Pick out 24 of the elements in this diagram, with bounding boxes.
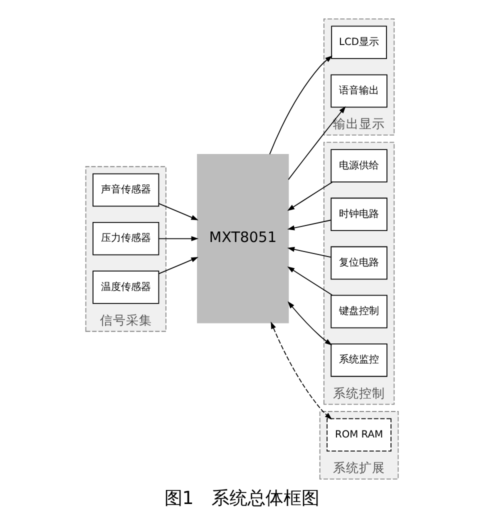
arrow [287, 106, 346, 180]
arrow [268, 56, 332, 155]
node-box: 电源供给 [330, 149, 387, 182]
arrow [158, 203, 198, 220]
node-box: ROM RAM [326, 418, 391, 452]
node-box: 压力传感器 [92, 222, 159, 256]
arrow [286, 182, 332, 211]
arrow [158, 257, 198, 274]
node-box: 系统监控 [330, 344, 387, 377]
node-box: 温度传感器 [92, 270, 159, 304]
arrow [270, 322, 332, 420]
arrow [287, 301, 332, 346]
arrow [158, 236, 198, 242]
node-box: MXT8051 [196, 154, 288, 324]
arrow [286, 266, 332, 296]
caption: 图1 系统总体框图 [164, 488, 320, 510]
node-box: 声音传感器 [92, 173, 159, 207]
arrow [286, 220, 331, 230]
node-box: 时钟电路 [330, 198, 387, 231]
node-box: 语音输出 [330, 74, 387, 108]
node-box: LCD显示 [330, 26, 386, 60]
node-box: 键盘控制 [330, 294, 387, 328]
node-box: 复位电路 [330, 246, 387, 280]
arrow [286, 246, 331, 258]
